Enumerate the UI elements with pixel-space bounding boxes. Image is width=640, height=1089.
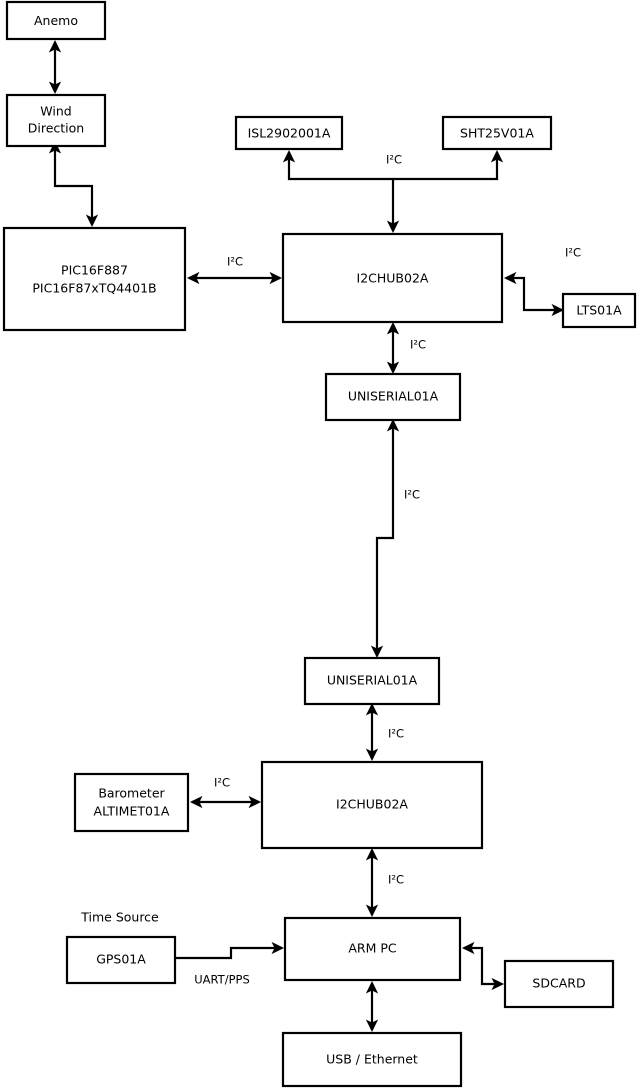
node-uniserial01a-top-label: UNISERIAL01A xyxy=(348,389,439,404)
link-wind-pic xyxy=(48,140,99,228)
node-barometer[interactable]: Barometer ALTIMET01A xyxy=(73,772,190,833)
node-pic-mcu[interactable]: PIC16F887 PIC16F87xTQ4401B xyxy=(2,226,187,332)
node-arm-pc-label: ARM PC xyxy=(348,941,397,956)
node-wind-direction-label-line2: Direction xyxy=(28,121,84,136)
edge-label-uni-bottom-to-hub: I²C xyxy=(388,727,404,741)
node-anemo[interactable]: Anemo xyxy=(5,0,107,41)
node-uniserial01a-top-box[interactable] xyxy=(324,372,462,422)
link-gps-arm xyxy=(176,941,285,960)
node-barometer-label-line2: ALTIMET01A xyxy=(94,804,170,819)
node-pic-mcu-label-line2: PIC16F87xTQ4401B xyxy=(32,281,156,296)
edge-label-barometer-to-hub: I²C xyxy=(214,776,230,790)
node-isl2902001a-box[interactable] xyxy=(234,115,344,151)
edge-label-gps-to-arm: UART/PPS xyxy=(194,973,250,987)
node-usb-ethernet-label: USB / Ethernet xyxy=(326,1052,418,1067)
node-wind-direction-box[interactable] xyxy=(5,93,107,148)
node-usb-ethernet[interactable]: USB / Ethernet xyxy=(281,1031,463,1088)
node-anemo-label: Anemo xyxy=(34,13,78,28)
node-isl2902001a[interactable]: ISL2902001A xyxy=(234,115,344,151)
node-gps01a-box[interactable] xyxy=(65,935,177,985)
edge-label-hub-to-lts: I²C xyxy=(565,246,581,260)
node-i2chub02a-bottom-label: I2CHUB02A xyxy=(336,797,408,812)
node-lts01a-box[interactable] xyxy=(561,292,637,329)
node-arm-pc-box[interactable] xyxy=(283,916,462,982)
node-i2chub02a-bottom[interactable]: I2CHUB02A xyxy=(260,760,484,850)
node-gps01a[interactable]: GPS01A xyxy=(65,935,177,985)
node-barometer-box[interactable] xyxy=(73,772,190,833)
edge-label-hub-to-uni-top: I²C xyxy=(410,338,426,352)
node-lts01a[interactable]: LTS01A xyxy=(561,292,637,329)
link-hub-top-lts xyxy=(503,271,565,317)
node-i2chub02a-top[interactable]: I2CHUB02A xyxy=(281,232,504,324)
node-uniserial01a-top[interactable]: UNISERIAL01A xyxy=(324,372,462,422)
node-wind-direction-label-line1: Wind xyxy=(40,104,71,119)
link-uni-top-uni-bottom xyxy=(370,418,400,659)
node-pic-mcu-label-line1: PIC16F887 xyxy=(61,263,128,278)
node-uniserial01a-bottom-label: UNISERIAL01A xyxy=(327,673,418,688)
label-time-source: Time Source xyxy=(80,910,159,925)
node-sdcard[interactable]: SDCARD xyxy=(503,959,615,1009)
edge-label-hub-bottom-to-arm: I²C xyxy=(388,873,404,887)
node-sht25v01a-box[interactable] xyxy=(441,115,553,151)
node-isl2902001a-label: ISL2902001A xyxy=(248,126,331,141)
node-pic-mcu-box[interactable] xyxy=(2,226,187,332)
node-anemo-box[interactable] xyxy=(5,0,107,41)
node-lts01a-label: LTS01A xyxy=(576,303,622,318)
node-gps01a-label: GPS01A xyxy=(96,952,146,967)
edge-label-sensors-to-hub: I²C xyxy=(386,153,402,167)
link-arm-sdcard xyxy=(461,941,505,991)
node-sdcard-box[interactable] xyxy=(503,959,615,1009)
node-sht25v01a[interactable]: SHT25V01A xyxy=(441,115,553,151)
node-i2chub02a-top-label: I2CHUB02A xyxy=(357,271,429,286)
node-uniserial01a-bottom[interactable]: UNISERIAL01A xyxy=(303,656,441,706)
node-wind-direction[interactable]: Wind Direction xyxy=(5,93,107,148)
node-barometer-label-line1: Barometer xyxy=(98,786,165,801)
node-sdcard-label: SDCARD xyxy=(532,976,585,991)
node-i2chub02a-bottom-box[interactable] xyxy=(260,760,484,850)
node-i2chub02a-top-box[interactable] xyxy=(281,232,504,324)
edge-label-pic-to-hub: I²C xyxy=(227,255,243,269)
node-arm-pc[interactable]: ARM PC xyxy=(283,916,462,982)
node-usb-ethernet-box[interactable] xyxy=(281,1031,463,1088)
node-uniserial01a-bottom-box[interactable] xyxy=(303,656,441,706)
edge-label-uni-to-uni: I²C xyxy=(404,488,420,502)
node-sht25v01a-label: SHT25V01A xyxy=(460,126,534,141)
